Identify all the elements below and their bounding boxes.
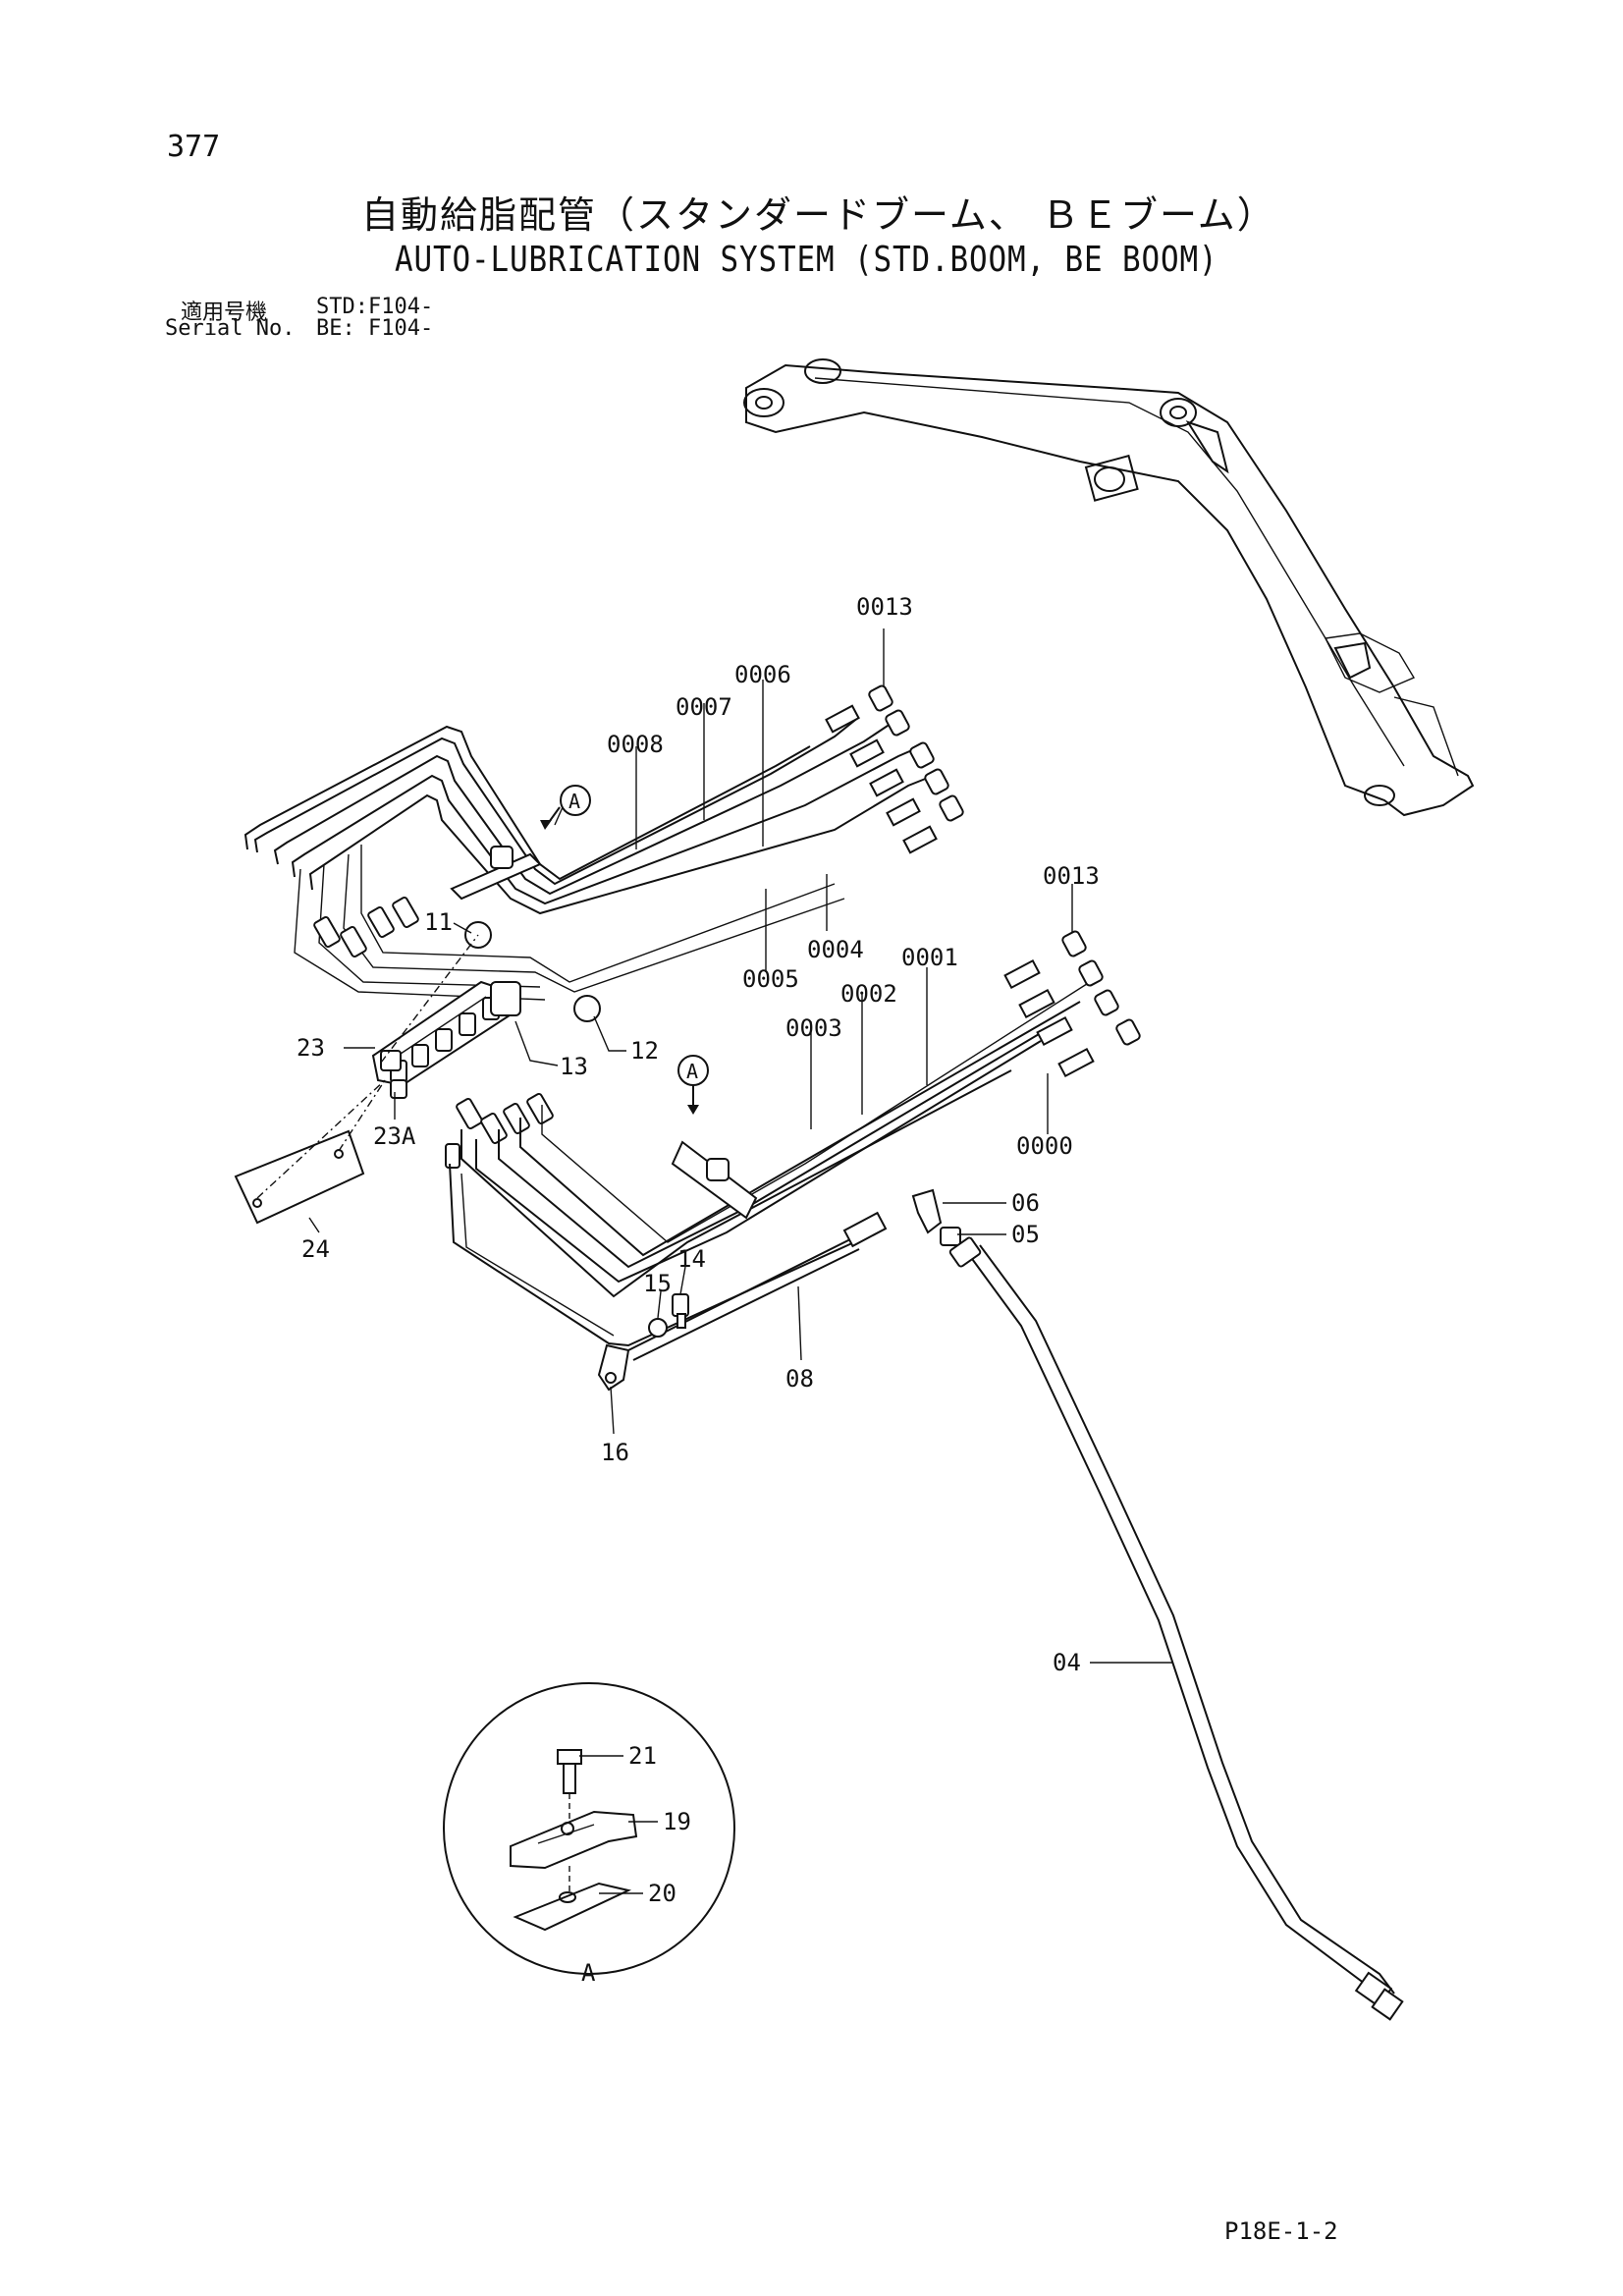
lower-pipe-bundle <box>449 981 1091 1347</box>
hose-08 <box>597 1188 961 1392</box>
callout-24: 24 <box>301 1235 330 1263</box>
callout-0000: 0000 <box>1016 1132 1073 1160</box>
callout-20: 20 <box>648 1880 676 1907</box>
hose-04 <box>948 1236 1404 2021</box>
callout-0005: 0005 <box>742 965 799 993</box>
callout-12: 12 <box>630 1037 659 1065</box>
callout-labels: 0013 0006 0007 0008 A 0004 0005 11 0013 … <box>297 593 1100 1987</box>
boom-drawing <box>743 358 1475 817</box>
callout-a-lower: A <box>686 1060 698 1083</box>
callout-11: 11 <box>424 908 453 936</box>
distributor-block <box>313 896 601 1169</box>
callout-0007: 0007 <box>676 693 732 721</box>
callout-13: 13 <box>560 1053 588 1080</box>
callout-0001: 0001 <box>901 944 958 971</box>
callout-23: 23 <box>297 1034 325 1062</box>
title-english: AUTO-LUBRICATION SYSTEM (STD.BOOM, BE BO… <box>395 240 1218 280</box>
leader-lines <box>308 629 1173 1894</box>
serial-value-be: BE: F104- <box>316 316 434 341</box>
callout-0002: 0002 <box>840 980 897 1008</box>
callout-0008: 0008 <box>607 731 664 758</box>
callout-0013-lower: 0013 <box>1043 862 1100 890</box>
page-number: 377 <box>167 130 221 164</box>
callout-05: 05 <box>1011 1221 1040 1248</box>
title-japanese: 自動給脂配管（スタンダードブーム、 ＢＥブーム） <box>361 193 1276 237</box>
serial-value-std: STD:F104- <box>316 295 434 319</box>
lower-nozzles <box>671 930 1141 1220</box>
callout-16: 16 <box>601 1439 629 1466</box>
callout-08: 08 <box>785 1365 814 1393</box>
serial-label-japanese: 適用号機 <box>181 301 268 325</box>
callout-0004: 0004 <box>807 936 864 963</box>
callout-06: 06 <box>1011 1189 1040 1217</box>
page-code: P18E-1-2 <box>1224 2217 1338 2245</box>
callout-a-upper: A <box>568 790 580 813</box>
callout-0006: 0006 <box>734 661 791 688</box>
callout-19: 19 <box>663 1808 691 1835</box>
section-markers <box>540 785 709 1115</box>
upper-pipe-bundle <box>243 716 934 1001</box>
callout-04: 04 <box>1053 1649 1081 1676</box>
callout-14: 14 <box>677 1245 706 1273</box>
callout-15: 15 <box>643 1270 672 1297</box>
upper-nozzles <box>450 684 964 901</box>
callout-0003: 0003 <box>785 1014 842 1042</box>
detail-a-circle <box>443 1682 735 1975</box>
plate-24 <box>234 934 479 1225</box>
callout-a-detail: A <box>581 1959 596 1987</box>
callout-23a: 23A <box>373 1122 416 1150</box>
serial-label-english: Serial No. <box>165 316 296 341</box>
callout-21: 21 <box>628 1742 657 1770</box>
callout-0013-upper: 0013 <box>856 593 913 621</box>
